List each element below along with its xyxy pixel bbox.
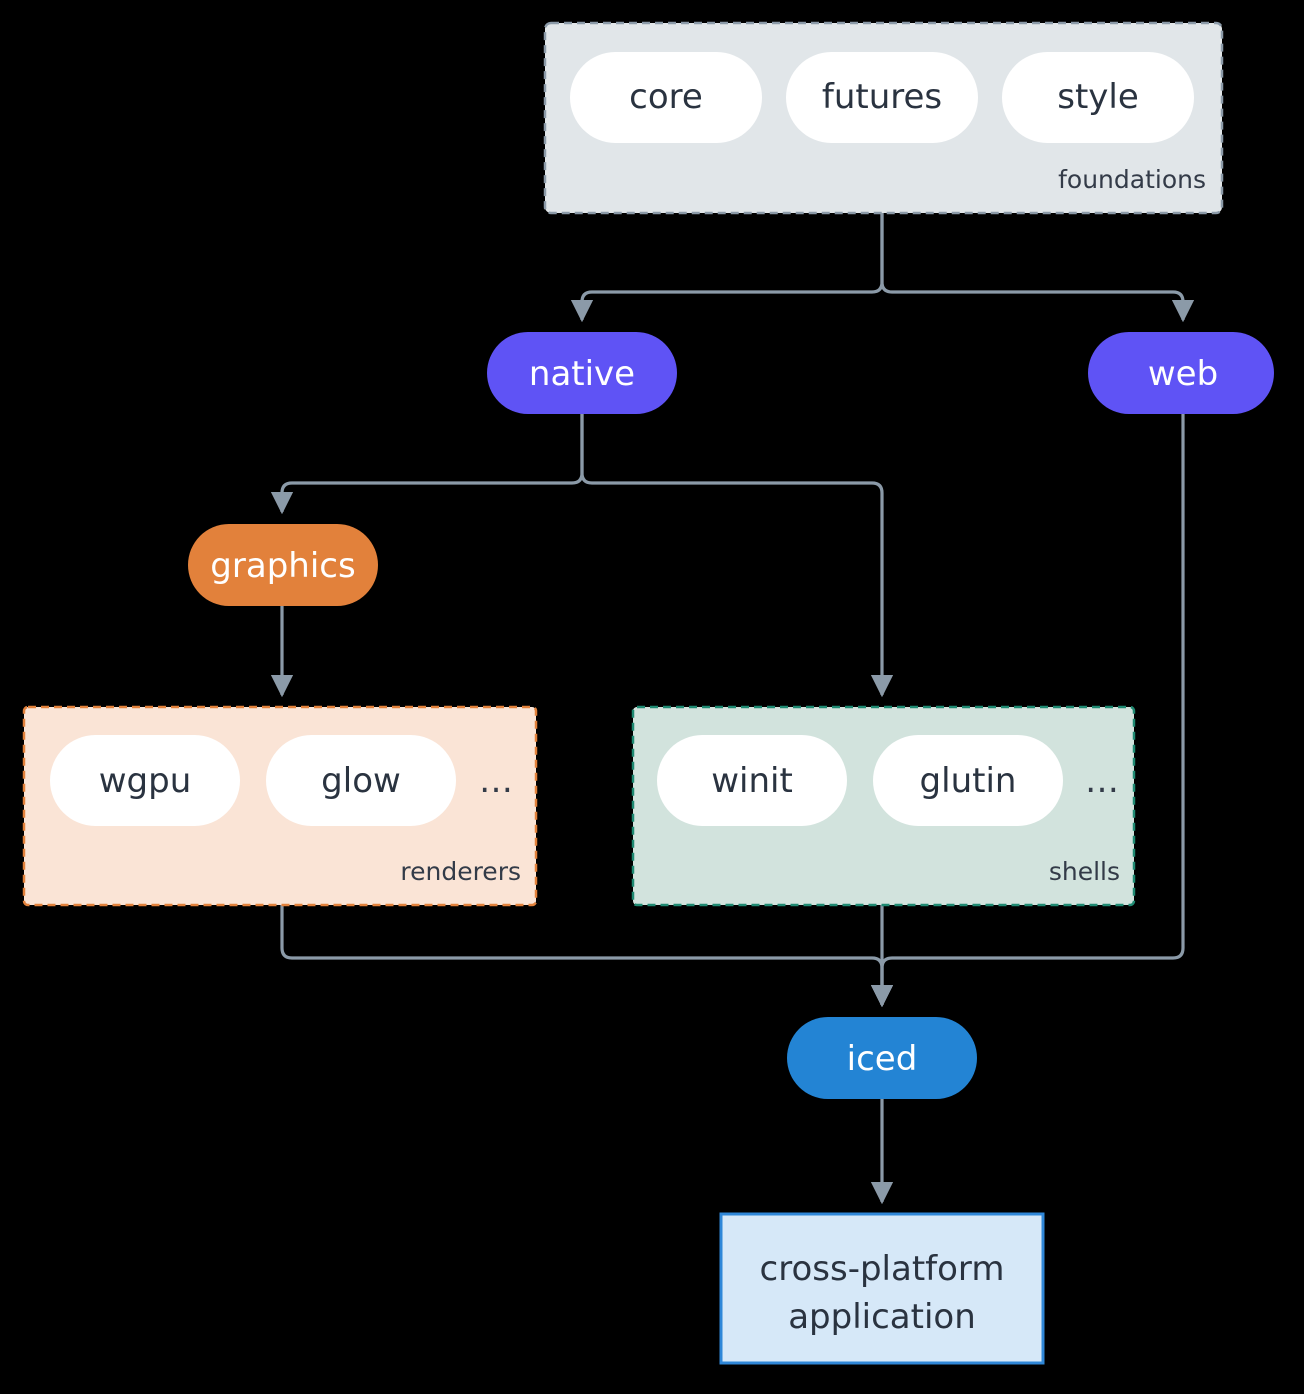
node-core[interactable]: core xyxy=(570,52,762,143)
node-style-label: style xyxy=(1057,77,1139,117)
node-glow-shape[interactable] xyxy=(266,735,456,826)
node-style[interactable]: style xyxy=(1002,52,1194,143)
node-futures-shape[interactable] xyxy=(786,52,978,143)
node-winit-shape[interactable] xyxy=(657,735,847,826)
node-graphics-label: graphics xyxy=(210,546,355,586)
node-web-shape[interactable] xyxy=(1088,332,1274,414)
node-glutin[interactable]: glutin xyxy=(873,735,1063,826)
edge-group xyxy=(270,213,1195,1205)
node-iced[interactable]: iced xyxy=(787,1017,977,1099)
node-application-shape[interactable] xyxy=(719,1212,1045,1365)
node-native-shape[interactable] xyxy=(487,332,677,414)
node-iced-shape[interactable] xyxy=(787,1017,977,1099)
node-native[interactable]: native xyxy=(487,332,677,414)
node-futures-label: futures xyxy=(822,77,942,117)
node-winit-label: winit xyxy=(711,761,793,801)
edge-foundations-native xyxy=(570,213,884,323)
node-glutin-label: glutin xyxy=(920,761,1017,801)
node-application-label-line1: cross-platform xyxy=(760,1249,1005,1289)
node-winit[interactable]: winit xyxy=(657,735,847,826)
cluster-foundations: core futures style foundations xyxy=(543,21,1224,215)
node-web[interactable]: web xyxy=(1088,332,1274,414)
node-native-label: native xyxy=(529,354,635,394)
node-core-shape[interactable] xyxy=(570,52,762,143)
cluster-renderers-label: renderers xyxy=(400,857,521,886)
node-wgpu-label: wgpu xyxy=(99,761,192,801)
edge-native-graphics xyxy=(270,414,584,515)
cluster-foundations-label: foundations xyxy=(1058,165,1206,194)
renderers-ellipsis: … xyxy=(479,761,513,801)
node-glow-label: glow xyxy=(321,761,401,801)
node-glow[interactable]: glow xyxy=(266,735,456,826)
node-web-label: web xyxy=(1148,354,1218,394)
node-wgpu[interactable]: wgpu xyxy=(50,735,240,826)
edge-foundations-web xyxy=(880,213,1195,323)
node-style-shape[interactable] xyxy=(1002,52,1194,143)
cluster-shells: winit glutin … shells xyxy=(631,705,1136,907)
node-application-label-line2: application xyxy=(788,1297,976,1337)
cluster-shells-label: shells xyxy=(1049,857,1120,886)
shells-ellipsis: … xyxy=(1085,761,1119,801)
node-core-label: core xyxy=(629,77,703,117)
node-futures[interactable]: futures xyxy=(786,52,978,143)
node-glutin-shape[interactable] xyxy=(873,735,1063,826)
node-iced-label: iced xyxy=(847,1039,918,1079)
node-graphics[interactable]: graphics xyxy=(188,524,378,606)
node-wgpu-shape[interactable] xyxy=(50,735,240,826)
node-graphics-shape[interactable] xyxy=(188,524,378,606)
edge-renderers-iced xyxy=(280,905,894,1008)
edge-native-shells xyxy=(580,414,894,698)
edge-web-iced xyxy=(870,414,1185,1008)
cluster-renderers: wgpu glow … renderers xyxy=(22,705,538,907)
node-application[interactable]: cross-platform application xyxy=(719,1212,1045,1365)
